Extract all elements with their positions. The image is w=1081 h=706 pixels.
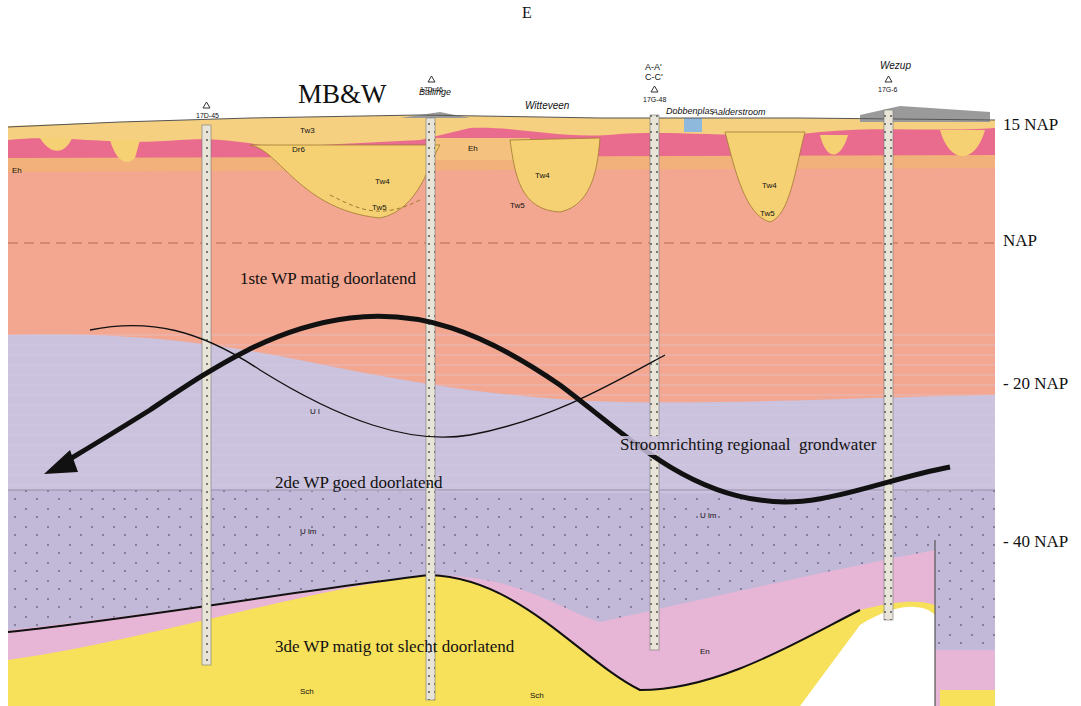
map-label: Tw5 [372, 204, 387, 213]
map-label: A-A' [645, 63, 662, 73]
map-label: 17D-45 [196, 112, 219, 120]
map-label: C-C' [645, 73, 663, 83]
map-label: Tw4 [762, 182, 777, 191]
map-label: Witteveen [525, 100, 569, 111]
map-label: Aalderstroom [712, 108, 766, 118]
map-label: En [700, 648, 710, 657]
map-label: Sch [300, 688, 314, 697]
map-label: E [522, 4, 532, 22]
map-label: Tw4 [535, 172, 550, 181]
map-label: Tw4 [375, 178, 390, 187]
map-label: Tw3 [300, 127, 315, 136]
map-label: Tw5 [760, 210, 775, 219]
map-label: U lm [700, 512, 716, 521]
map-label: Dobbenplas [666, 107, 714, 117]
map-label: U l [310, 408, 320, 417]
map-label: Tw5 [510, 202, 525, 211]
map-label: 17G-6 [878, 86, 897, 94]
annotation-label: - 40 NAP [1003, 533, 1068, 552]
annotation-label: 3de WP matig tot slecht doorlatend [275, 638, 514, 657]
annotation-label: NAP [1003, 232, 1037, 251]
annotation-label: 1ste WP matig doorlatend [240, 270, 416, 289]
annotation-label: 2de WP goed doorlatend [275, 474, 443, 493]
map-label: 17D-46 [420, 86, 443, 94]
map-label: 17G-48 [643, 96, 666, 104]
map-label: Dr6 [292, 146, 305, 155]
annotation-label: MB&W [298, 80, 387, 110]
map-label: Wezup [880, 60, 911, 71]
map-label: Eh [468, 145, 478, 154]
annotation-label: - 20 NAP [1003, 375, 1068, 394]
map-label: Eh [12, 167, 22, 176]
annotation-label: 15 NAP [1003, 116, 1058, 135]
map-label: Sch [530, 692, 544, 701]
annotation-label: Stroomrichting regionaal grondwater [618, 436, 878, 455]
map-label: U lm [300, 528, 316, 537]
